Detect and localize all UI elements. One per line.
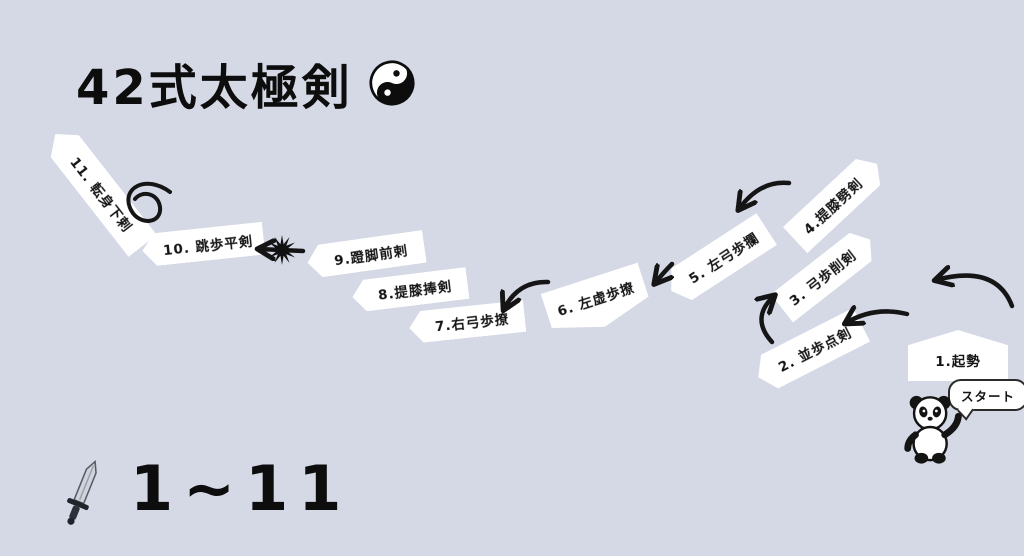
step-label: 6. 左虚歩撩 [555,280,637,321]
starburst-icon [267,235,297,265]
panda-icon [896,390,974,470]
step-label: 8.提膝捧剣 [377,278,454,304]
step-tag-2: 2. 並歩点剣 [750,308,871,395]
step-label: 9.蹬脚前剌 [333,242,410,269]
range-label: 1~11 [130,452,352,525]
step-label: 4.提膝劈剣 [800,175,867,239]
step-tag-5: 5. 左弓歩攔 [661,213,777,307]
arrow-5-6 [655,261,675,283]
sword-icon [46,458,118,534]
step-tag-10: 10. 跳歩平剣 [141,222,266,268]
page-title: 42式太極剣 [76,60,353,116]
step-tag-11: 11. 転身下剌 [41,123,157,257]
speech-bubble-text: スタート [960,388,1015,404]
step-label: 11. 転身下剌 [66,154,135,236]
step-label: 7.右弓歩撩 [434,311,511,336]
arrow-2-3 [761,296,774,345]
step-label: 2. 並歩点剣 [775,325,855,376]
arrow-9-10 [259,249,306,251]
step-label: 1.起勢 [935,354,981,370]
yin-yang-icon [369,60,415,106]
step-tag-1: 1.起勢 [908,330,1008,381]
arrow-entry [936,276,1015,309]
step-tag-3: 3. 弓歩削剣 [771,225,881,322]
step-label: 5. 左弓歩攔 [686,230,763,288]
step-tag-9: 9.蹬脚前剌 [305,230,426,279]
step-label: 3. 弓歩削剣 [786,247,860,310]
step-tag-4: 4.提膝劈剣 [783,151,889,254]
step-tag-6: 6. 左虚歩撩 [541,262,654,342]
step-label: 10. 跳歩平剣 [162,233,255,259]
arrow-4-5 [739,180,792,209]
step-tag-7: 7.右弓歩撩 [408,300,527,344]
title-row: 42式太極剣 [76,48,415,118]
speech-bubble: スタート [948,379,1024,411]
step-tag-8: 8.提膝捧剣 [350,267,469,313]
